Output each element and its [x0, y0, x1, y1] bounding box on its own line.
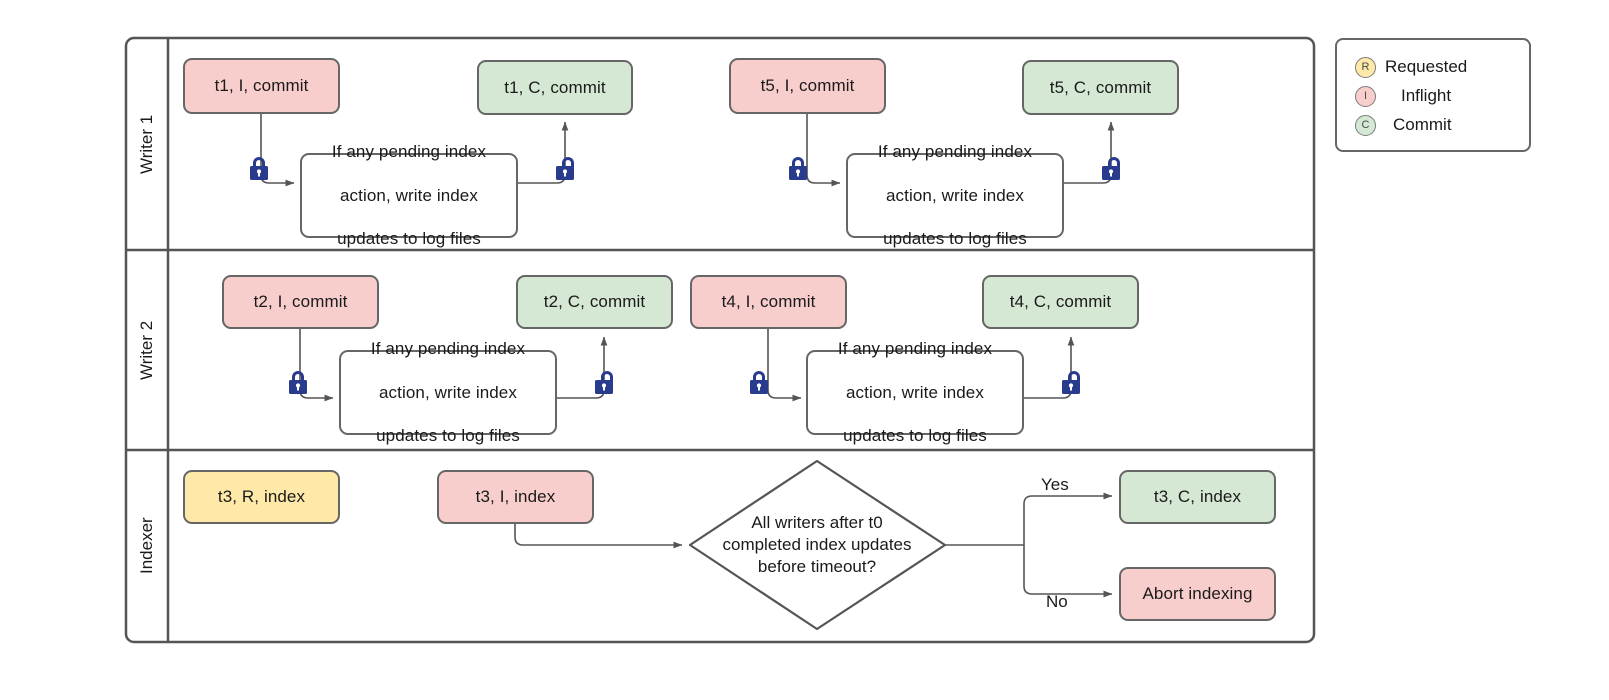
legend-label-requested: Requested [1385, 57, 1468, 76]
node-ix-abort[interactable]: Abort indexing [1119, 567, 1276, 621]
node-label: t3, R, index [217, 487, 306, 507]
process-line-1: If any pending index [331, 142, 487, 162]
node-label: t4, C, commit [1009, 292, 1112, 312]
node-label: t3, I, index [475, 487, 556, 507]
indexer-decision-diamond [688, 459, 947, 631]
indexer-connectors [514, 492, 1113, 598]
node-w1-process-right[interactable]: If any pending index action, write index… [846, 142, 1064, 248]
legend-badge-commit-icon: C [1355, 114, 1376, 136]
node-label: t5, C, commit [1049, 77, 1152, 97]
node-ix-t3-requested[interactable]: t3, R, index [183, 470, 340, 524]
edge-label-yes: Yes [1041, 475, 1069, 494]
node-label: t5, I, commit [760, 76, 855, 96]
node-w2-t2-inflight[interactable]: t2, I, commit [222, 275, 379, 329]
legend-panel: R Requested I Inflight C Commit [1335, 38, 1531, 152]
node-w2-t4-inflight[interactable]: t4, I, commit [690, 275, 847, 329]
node-w2-process-left[interactable]: If any pending index action, write index… [339, 339, 557, 445]
node-label: t2, I, commit [253, 292, 348, 312]
node-label: Abort indexing [1142, 584, 1253, 604]
process-line-2: action, write index [340, 185, 478, 205]
node-label: t2, C, commit [543, 292, 646, 312]
lock-closed-icon [250, 157, 268, 180]
lock-open-icon [1062, 371, 1080, 394]
pool-frame [124, 36, 1316, 644]
node-label: t1, I, commit [214, 76, 309, 96]
node-w1-t5-inflight[interactable]: t5, I, commit [729, 58, 886, 114]
node-w1-t1-commit[interactable]: t1, C, commit [477, 60, 633, 115]
legend-item-inflight: I Inflight [1355, 83, 1451, 109]
process-line-1: If any pending index [877, 142, 1033, 162]
edge-label-no: No [1046, 592, 1068, 611]
node-w1-process-left[interactable]: If any pending index action, write index… [300, 142, 518, 248]
node-w2-process-right[interactable]: If any pending index action, write index… [806, 339, 1024, 445]
node-label: If any pending index action, write index… [866, 141, 1044, 250]
lock-open-icon [556, 157, 574, 180]
node-w1-t5-commit[interactable]: t5, C, commit [1022, 60, 1179, 115]
node-ix-t3-inflight[interactable]: t3, I, index [437, 470, 594, 524]
node-label: If any pending index action, write index… [826, 338, 1004, 447]
lane-label-writer2: Writer 2 [137, 320, 156, 380]
lock-open-icon [595, 371, 613, 394]
legend-badge-inflight-icon: I [1355, 85, 1376, 107]
node-label: If any pending index action, write index… [320, 141, 498, 250]
node-w2-t4-commit[interactable]: t4, C, commit [982, 275, 1139, 329]
lock-closed-icon [789, 157, 807, 180]
legend-badge-requested-icon: R [1355, 56, 1376, 78]
process-line-1: If any pending index [837, 339, 993, 359]
process-line-2: action, write index [886, 185, 1024, 205]
process-line-3: updates to log files [883, 229, 1027, 249]
legend-label-inflight: Inflight [1401, 86, 1452, 105]
node-ix-t3-commit[interactable]: t3, C, index [1119, 470, 1276, 524]
legend-item-requested: R Requested [1355, 54, 1467, 80]
process-line-3: updates to log files [337, 229, 481, 249]
lock-closed-icon [750, 371, 768, 394]
process-line-1: If any pending index [370, 339, 526, 359]
node-w2-t2-commit[interactable]: t2, C, commit [516, 275, 673, 329]
lane-label-writer1: Writer 1 [137, 114, 156, 174]
lane-label-indexer: Indexer [137, 517, 156, 575]
node-label: If any pending index action, write index… [359, 338, 537, 447]
process-line-3: updates to log files [376, 426, 520, 446]
legend-item-commit: C Commit [1355, 112, 1452, 138]
node-label: t1, C, commit [504, 77, 606, 97]
node-label: t4, I, commit [721, 292, 816, 312]
legend-label-commit: Commit [1393, 115, 1452, 134]
process-line-2: action, write index [846, 382, 984, 402]
lock-open-icon [1102, 157, 1120, 180]
process-line-3: updates to log files [843, 426, 987, 446]
node-label: t3, C, index [1153, 487, 1242, 507]
lock-closed-icon [289, 371, 307, 394]
node-w1-t1-inflight[interactable]: t1, I, commit [183, 58, 340, 114]
process-line-2: action, write index [379, 382, 517, 402]
